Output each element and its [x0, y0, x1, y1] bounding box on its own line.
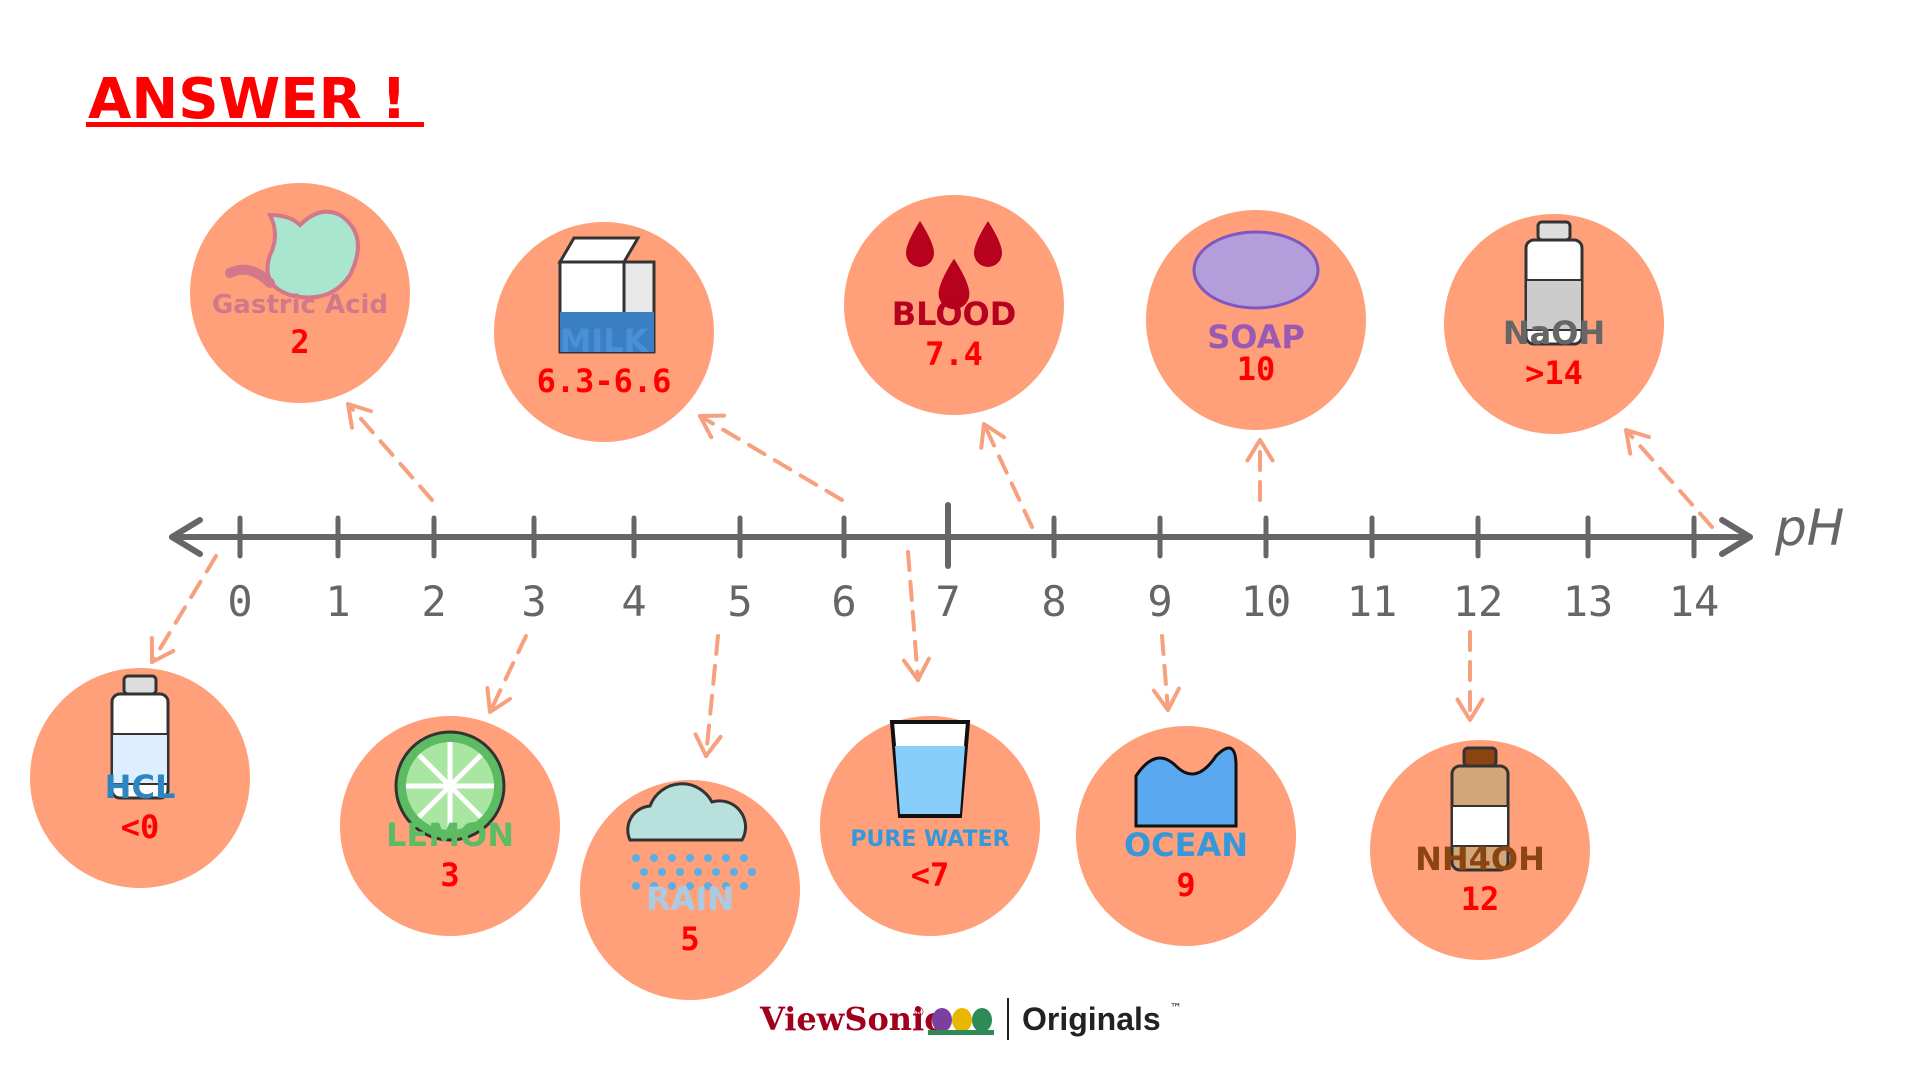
lemon-slice-icon: [394, 730, 506, 842]
arrowhead: [693, 732, 723, 758]
item-name: NaOH: [1503, 314, 1605, 352]
item-name: RAIN: [646, 880, 734, 918]
arrowhead: [1455, 697, 1485, 722]
item-name: HCL: [105, 768, 176, 806]
bottle-icon: [1524, 220, 1584, 346]
item-name: NH4OH: [1415, 840, 1545, 878]
item-ph-value: <0: [121, 808, 160, 846]
dashed-arrow: [982, 422, 1034, 529]
item-ph-value: 12: [1461, 880, 1500, 918]
arrowhead: [346, 402, 373, 430]
soap-icon: [1192, 230, 1320, 310]
arrowhead: [979, 422, 1007, 450]
brand-name: ViewSonic: [759, 1000, 944, 1038]
tick-label: 3: [521, 577, 546, 626]
item-ph-value: 2: [290, 323, 309, 361]
arrowhead: [1245, 438, 1275, 463]
tick-label: 7: [935, 577, 960, 626]
blood-drops-icon: [906, 221, 1002, 310]
item-ph-value: 5: [680, 920, 699, 958]
tick-label: 13: [1563, 577, 1614, 626]
brand-registered: ®: [913, 1005, 925, 1019]
arrowhead: [901, 656, 931, 682]
arrowhead: [149, 636, 176, 664]
item-name: LEMON: [386, 816, 514, 854]
item-circle: [1076, 726, 1296, 946]
ph-axis: [169, 517, 1753, 557]
dashed-arrow: [150, 554, 218, 664]
stomach-icon: [225, 209, 360, 300]
tick-label: 5: [727, 577, 752, 626]
arrowhead: [1151, 686, 1181, 712]
axis-ticks: [237, 502, 1697, 569]
tick-label: 6: [831, 577, 856, 626]
item-ph-value: 3: [440, 856, 459, 894]
tick-label: 11: [1347, 577, 1398, 626]
item-name: BLOOD: [892, 295, 1017, 333]
dashed-arrow: [698, 414, 844, 502]
originals-label: Originals: [1022, 1001, 1161, 1037]
axis-right-arrowhead: [1719, 517, 1753, 557]
tick-label: 12: [1453, 577, 1504, 626]
axis-left-arrowhead: [169, 517, 203, 557]
item-name: OCEAN: [1124, 826, 1248, 864]
axis-label: pH: [1774, 499, 1844, 557]
item-naoh: NaOH>14: [1444, 214, 1664, 434]
ocean-wave-icon: [1134, 746, 1238, 828]
bottle-icon: [110, 674, 170, 800]
tick-label: 9: [1147, 577, 1172, 626]
item-ph-value: <7: [911, 856, 950, 894]
birds-logo-icon: [928, 1008, 994, 1035]
tick-label: 14: [1669, 577, 1720, 626]
dashed-arrow: [704, 634, 720, 758]
tick-label: 10: [1241, 577, 1292, 626]
item-hcl: HCL<0: [30, 668, 250, 888]
arrowhead: [1624, 428, 1651, 456]
item-name: SOAP: [1207, 318, 1305, 356]
item-water: PURE WATER <7: [820, 716, 1040, 936]
item-name: MILK: [560, 322, 650, 360]
tick-label: 2: [421, 577, 446, 626]
dashed-arrow: [346, 402, 434, 502]
item-circle: [820, 716, 1040, 936]
dashed-arrow: [488, 634, 528, 714]
brown-bottle-icon: [1450, 746, 1510, 872]
dashed-arrow: [1624, 428, 1714, 529]
item-name: PURE WATER: [850, 827, 1009, 852]
tick-label: 8: [1041, 577, 1066, 626]
item-ph-value: 6.3-6.6: [537, 362, 672, 400]
page-title: ANSWER !: [88, 67, 407, 132]
arrowhead: [698, 413, 726, 440]
item-ph-value: >14: [1525, 354, 1583, 392]
tick-label: 1: [325, 577, 350, 626]
dashed-arrow: [1160, 634, 1170, 712]
dashed-arrow: [906, 550, 920, 682]
water-glass-icon: [889, 720, 971, 818]
item-ph-value: 10: [1237, 350, 1276, 388]
footer-logo: ViewSonic ® Originals ™: [759, 998, 1182, 1040]
rain-cloud-icon: [626, 782, 756, 890]
arrowhead: [485, 686, 513, 714]
item-name: Gastric Acid: [212, 290, 388, 320]
originals-tm: ™: [1170, 1001, 1182, 1015]
item-ph-value: 9: [1176, 866, 1195, 904]
connector-arrows: [149, 402, 1714, 758]
tick-label: 4: [621, 577, 646, 626]
title-underline: [86, 122, 424, 127]
item-ph-value: 7.4: [925, 335, 983, 373]
milk-carton-icon: [557, 236, 656, 354]
tick-label: 0: [227, 577, 252, 626]
